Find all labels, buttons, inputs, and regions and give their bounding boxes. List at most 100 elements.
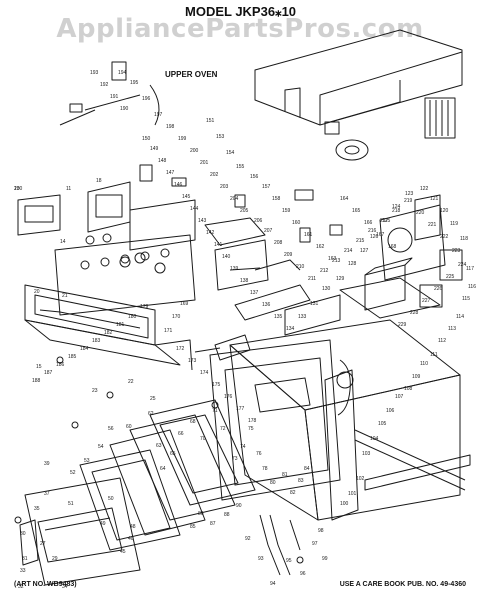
- part-callout-102: 102: [356, 476, 365, 482]
- part-callout-78: 78: [262, 466, 268, 472]
- part-callout-200: 200: [190, 148, 199, 154]
- part-callout-159: 159: [282, 208, 291, 214]
- part-callout-100: 100: [340, 501, 349, 507]
- part-callout-146: 146: [174, 182, 183, 188]
- part-callout-185: 185: [68, 354, 77, 360]
- part-callout-168: 168: [388, 244, 397, 250]
- part-callout-22: 22: [128, 379, 134, 385]
- part-callout-137: 137: [250, 290, 259, 296]
- part-callout-156: 156: [250, 174, 259, 180]
- part-callout-65: 65: [170, 451, 176, 457]
- latch-motor-part[interactable]: [379, 194, 463, 281]
- part-callout-124: 124: [392, 204, 401, 210]
- part-callout-170: 170: [172, 314, 181, 320]
- part-callout-172: 172: [176, 346, 185, 352]
- part-callout-220: 220: [416, 210, 425, 216]
- side-panel-part[interactable]: [324, 369, 359, 521]
- door-hinge-part[interactable]: [259, 514, 301, 576]
- part-callout-173: 173: [188, 358, 197, 364]
- switch-assembly-part[interactable]: [59, 61, 160, 126]
- oven-door-part[interactable]: [19, 477, 141, 586]
- door-inner-panel-part[interactable]: [109, 399, 256, 536]
- part-callout-45: 45: [120, 549, 126, 555]
- part-callout-105: 105: [378, 421, 387, 427]
- part-callout-201: 201: [200, 160, 209, 166]
- part-callout-108: 108: [404, 386, 413, 392]
- blower-fan-part[interactable]: [324, 121, 369, 161]
- part-callout-143: 143: [198, 218, 207, 224]
- part-callout-106: 106: [386, 408, 395, 414]
- part-callout-71: 71: [212, 408, 218, 414]
- part-callout-66: 66: [178, 431, 184, 437]
- part-callout-111: 111: [430, 352, 438, 358]
- part-callout-221: 221: [428, 222, 437, 228]
- part-callout-192: 192: [100, 82, 109, 88]
- part-callout-80: 80: [270, 480, 276, 486]
- part-callout-227: 227: [422, 298, 431, 304]
- part-callout-208: 208: [274, 240, 283, 246]
- part-callout-194: 194: [118, 70, 127, 76]
- part-callout-215: 215: [356, 238, 365, 244]
- oven-wrapper-part[interactable]: [229, 277, 461, 521]
- part-callout-151: 151: [206, 118, 215, 124]
- part-callout-134: 134: [286, 326, 295, 332]
- care-book-note: USE A CARE BOOK PUB. NO. 49-4360: [339, 581, 466, 588]
- diagram-subtitle: UPPER OVEN: [165, 70, 218, 79]
- part-callout-98: 98: [318, 528, 324, 534]
- part-callout-75: 75: [248, 426, 254, 432]
- part-callout-148: 148: [158, 158, 167, 164]
- part-callout-205: 205: [240, 208, 249, 214]
- part-callout-104: 104: [370, 436, 379, 442]
- part-callout-144: 144: [190, 206, 199, 212]
- relay-part[interactable]: [139, 164, 343, 243]
- part-callout-90: 90: [236, 503, 242, 509]
- part-callout-140: 140: [222, 254, 231, 260]
- part-callout-68: 68: [190, 419, 196, 425]
- rail-part[interactable]: [234, 259, 341, 336]
- oven-cavity-part[interactable]: [209, 339, 354, 501]
- part-callout-199: 199: [178, 136, 187, 142]
- part-callout-166: 166: [364, 220, 373, 226]
- part-callout-127: 127: [360, 248, 369, 254]
- part-callout-54: 54: [98, 444, 104, 450]
- part-callout-97: 97: [312, 541, 318, 547]
- part-callout-225: 225: [446, 274, 455, 280]
- part-callout-193: 193: [90, 70, 99, 76]
- part-callout-179: 179: [140, 304, 149, 310]
- door-glass-part[interactable]: [79, 449, 181, 551]
- part-callout-149: 149: [150, 146, 159, 152]
- part-callout-92: 92: [245, 536, 251, 542]
- part-callout-176: 176: [224, 394, 233, 400]
- side-rail-part[interactable]: [354, 429, 471, 491]
- part-callout-35: 35: [34, 506, 40, 512]
- part-callout-116: 116: [468, 284, 476, 290]
- part-callout-135: 135: [274, 314, 283, 320]
- control-panel-part[interactable]: [54, 199, 196, 316]
- part-callout-184: 184: [80, 346, 89, 352]
- part-callout-163: 163: [328, 256, 337, 262]
- part-callout-214: 214: [344, 248, 353, 254]
- part-callout-128: 128: [348, 261, 357, 267]
- part-callout-96: 96: [300, 571, 306, 577]
- front-trim-part[interactable]: [24, 284, 193, 371]
- cover-box-part[interactable]: [364, 257, 443, 311]
- part-callout-160: 160: [292, 220, 301, 226]
- door-latch-part[interactable]: [194, 334, 251, 361]
- part-callout-202: 202: [210, 172, 219, 178]
- part-callout-52: 52: [70, 470, 76, 476]
- part-callout-161: 161: [304, 232, 313, 238]
- part-callout-126: 126: [370, 234, 379, 240]
- part-callout-114: 114: [456, 314, 464, 320]
- part-callout-153: 153: [216, 134, 225, 140]
- part-callout-87: 87: [210, 521, 216, 527]
- part-callout-29: 29: [52, 556, 58, 562]
- clock-control-part[interactable]: [17, 181, 131, 236]
- vent-hood-part[interactable]: [254, 29, 463, 139]
- screw-part[interactable]: [14, 356, 304, 564]
- bracket-part[interactable]: [204, 217, 269, 291]
- part-callout-154: 154: [226, 150, 235, 156]
- part-callout-15: 15: [36, 364, 42, 370]
- part-callout-14: 14: [60, 239, 66, 245]
- knob-part[interactable]: [85, 233, 166, 274]
- part-callout-169: 169: [180, 301, 189, 307]
